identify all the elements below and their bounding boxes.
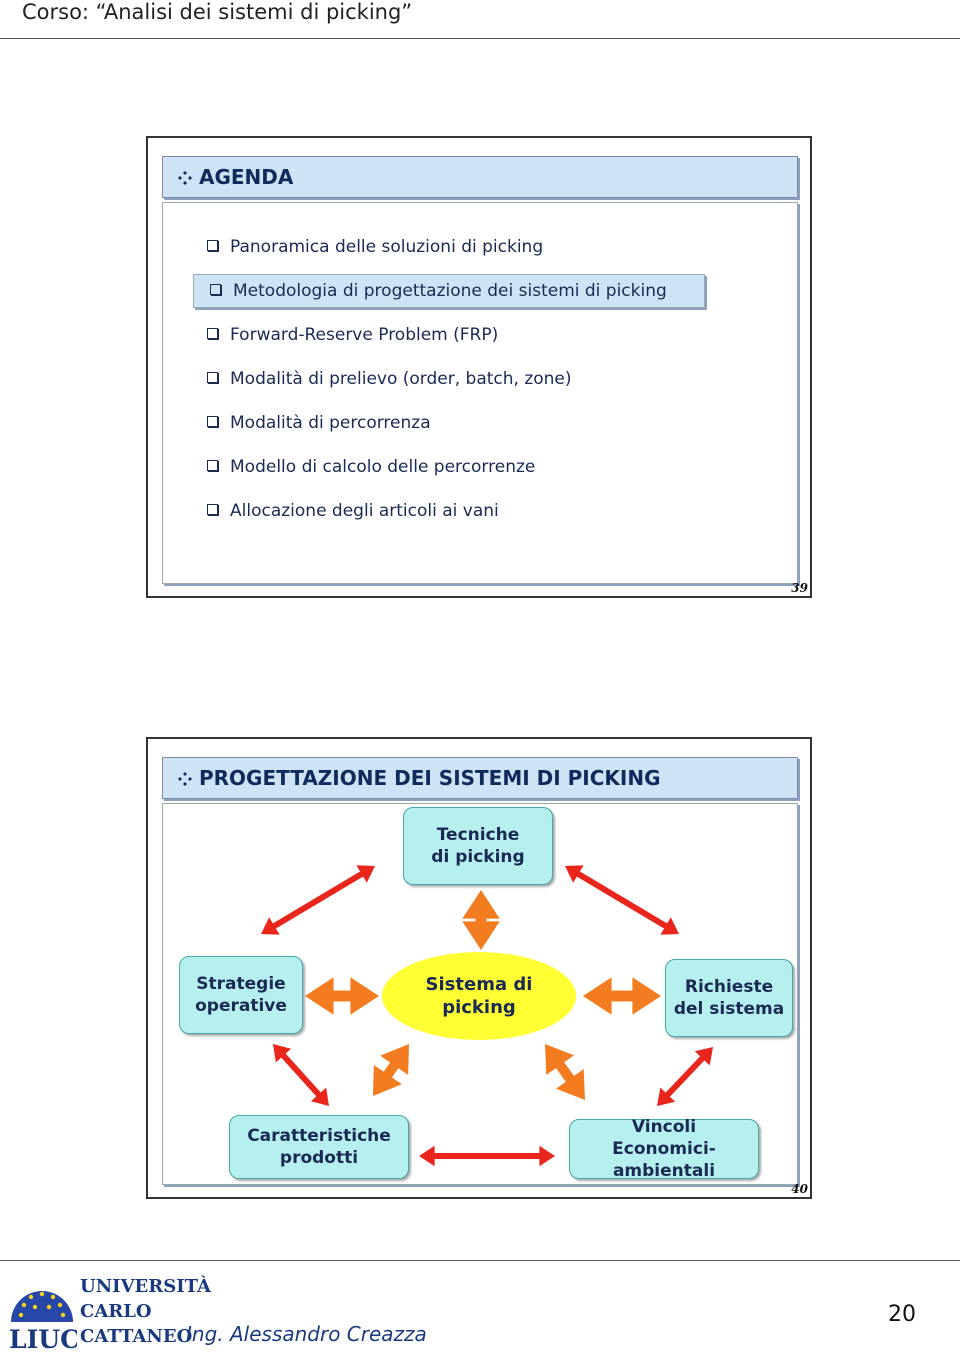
arrow-sistema-richieste bbox=[583, 977, 661, 1015]
checkbox-bullet-icon bbox=[210, 283, 221, 295]
diamond-bullet-icon bbox=[178, 171, 192, 185]
arrow-richieste-vincoli bbox=[657, 1047, 713, 1106]
slide-progettazione: PROGETTAZIONE DEI SISTEMI DI PICKING Tec… bbox=[146, 737, 812, 1199]
agenda-item: Panoramica delle soluzioni di picking bbox=[207, 237, 543, 263]
diamond-bullet-icon bbox=[178, 772, 192, 786]
slide-title-bar: AGENDA bbox=[162, 156, 798, 198]
diagram-arrows bbox=[261, 865, 713, 1167]
arrow-sistema-caratteristiche bbox=[373, 1044, 409, 1096]
agenda-item: Modello di calcolo delle percorrenze bbox=[207, 457, 535, 483]
agenda-content: Panoramica delle soluzioni di picking Me… bbox=[162, 202, 798, 584]
arrow-sistema-vincoli bbox=[545, 1044, 585, 1100]
slide-title-bar: PROGETTAZIONE DEI SISTEMI DI PICKING bbox=[162, 757, 798, 799]
slide-page-number: 40 bbox=[791, 1182, 808, 1196]
arrow-caratteristiche-vincoli bbox=[419, 1145, 555, 1167]
checkbox-bullet-icon bbox=[207, 503, 218, 515]
slide-title: AGENDA bbox=[199, 165, 294, 189]
agenda-item: Modalità di percorrenza bbox=[207, 413, 431, 439]
agenda-item: Modalità di prelievo (order, batch, zone… bbox=[207, 369, 572, 395]
university-logo-text: UNIVERSITÀ CARLO CATTANEO bbox=[80, 1276, 212, 1348]
liuc-logo-icon: LIUC bbox=[9, 1291, 77, 1352]
checkbox-bullet-icon bbox=[207, 327, 218, 339]
svg-text:LIUC: LIUC bbox=[9, 1325, 77, 1352]
header-divider bbox=[0, 38, 960, 39]
agenda-item: Allocazione degli articoli ai vani bbox=[207, 501, 499, 527]
agenda-item-highlighted: Metodologia di progettazione dei sistemi… bbox=[193, 274, 705, 308]
slide-page-number: 39 bbox=[791, 581, 808, 595]
arrow-strategie-sistema bbox=[305, 977, 379, 1015]
checkbox-bullet-icon bbox=[207, 415, 218, 427]
arrow-strategie-caratteristiche bbox=[273, 1044, 329, 1106]
footer-author: Ing. Alessandro Creazza bbox=[186, 1322, 427, 1346]
arrow-tecniche-sistema bbox=[462, 890, 500, 950]
arrow-tecniche-strategie bbox=[261, 865, 375, 935]
agenda-item: Forward-Reserve Problem (FRP) bbox=[207, 325, 498, 351]
footer-page-number: 20 bbox=[888, 1302, 916, 1327]
checkbox-bullet-icon bbox=[207, 371, 218, 383]
footer-divider bbox=[0, 1260, 960, 1261]
slide-title: PROGETTAZIONE DEI SISTEMI DI PICKING bbox=[199, 766, 661, 790]
slide-agenda: AGENDA Panoramica delle soluzioni di pic… bbox=[146, 136, 812, 598]
checkbox-bullet-icon bbox=[207, 459, 218, 471]
header-title: Corso: “Analisi dei sistemi di picking” bbox=[22, 0, 413, 24]
arrow-tecniche-richieste bbox=[565, 865, 679, 935]
checkbox-bullet-icon bbox=[207, 239, 218, 251]
